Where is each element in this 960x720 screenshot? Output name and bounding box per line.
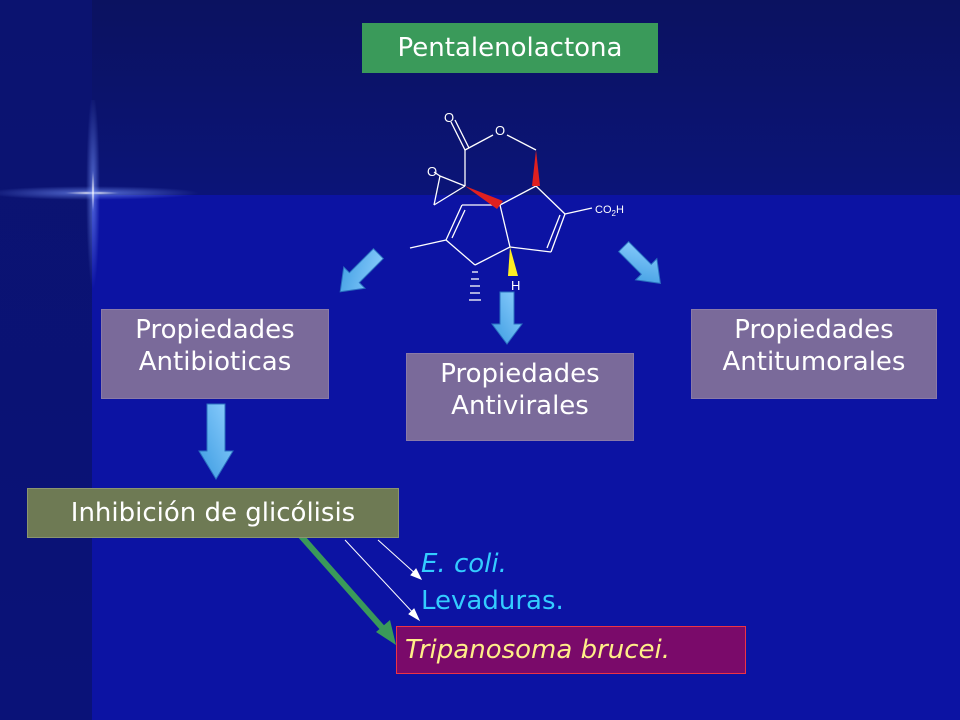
arrow-to-mechanism	[198, 403, 234, 480]
antiviral-line-1: Propiedades	[440, 359, 600, 389]
antiviral-line-2: Antivirales	[451, 391, 589, 421]
antibiotic-line-1: Propiedades	[135, 315, 295, 345]
red-wedge-bond-1	[532, 150, 540, 186]
background-left-band	[0, 0, 92, 720]
red-wedge-bond-2	[465, 186, 503, 209]
atom-label-o-carbonyl: O	[444, 110, 454, 125]
lens-flare-horizontal	[0, 186, 200, 200]
hashed-methyl-bond	[469, 271, 481, 301]
arrow-to-antitumor	[617, 240, 661, 284]
atom-label-hydrogen: H	[511, 278, 520, 293]
title-box: Pentalenolactona	[362, 23, 658, 73]
antitumor-line-1: Propiedades	[734, 315, 894, 345]
antibiotic-properties-box: Propiedades Antibioticas	[101, 309, 329, 399]
glycolysis-inhibition-box: Inhibición de glicólisis	[27, 488, 399, 538]
antitumor-line-2: Antitumorales	[722, 347, 906, 377]
lens-flare-vertical	[86, 100, 100, 290]
organism-ecoli: E. coli.	[421, 549, 507, 579]
arrow-to-ecoli	[377, 539, 423, 580]
organism-yeast: Levaduras.	[421, 586, 564, 616]
antiviral-properties-box: Propiedades Antivirales	[406, 353, 634, 441]
molecule-structure	[409, 119, 593, 266]
antitumor-properties-box: Propiedades Antitumorales	[691, 309, 937, 399]
arrow-to-antiviral	[491, 291, 523, 345]
arrow-to-target-organism	[298, 534, 396, 645]
arrow-to-antibiotic	[339, 247, 385, 293]
arrow-to-yeast	[344, 539, 421, 622]
target-organism-box: Tripanosoma brucei.	[396, 626, 746, 674]
antibiotic-line-2: Antibioticas	[138, 347, 292, 377]
atom-label-o-ring: O	[495, 123, 505, 138]
atom-label-carboxyl: CO2H	[595, 204, 624, 218]
yellow-wedge-bond	[508, 247, 518, 276]
atom-label-o-epoxide: O	[427, 164, 437, 179]
